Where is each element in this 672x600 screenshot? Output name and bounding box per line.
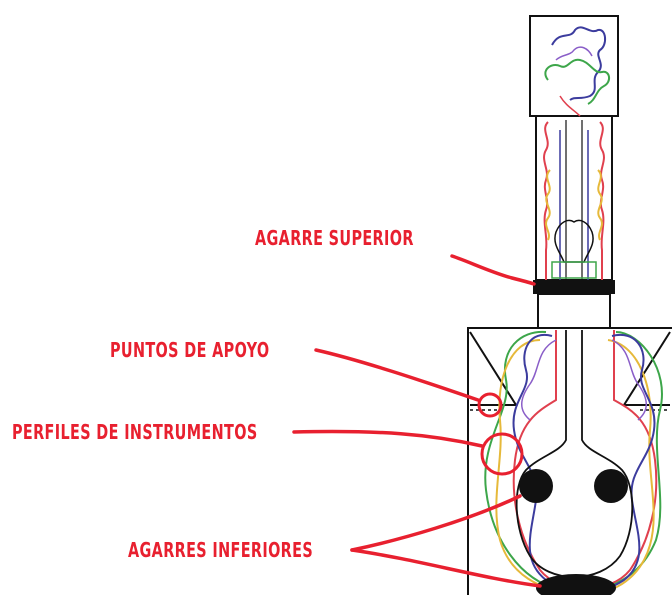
lower-grip-left bbox=[519, 469, 553, 503]
label-puntos-apoyo: PUNTOS DE APOYO bbox=[110, 338, 270, 362]
arrow-puntos-apoyo bbox=[314, 348, 480, 402]
neck-profile-red-right bbox=[599, 121, 605, 280]
label-agarres-inferiores: AGARRES INFERIORES bbox=[128, 538, 314, 562]
neck-heel-outline bbox=[554, 219, 594, 263]
headstock-profile-green bbox=[544, 58, 610, 105]
body-profile-purple-right bbox=[611, 339, 647, 421]
body-profile-green bbox=[484, 330, 663, 593]
arrow-agarres-inferiores-down bbox=[350, 548, 542, 588]
body-frame bbox=[467, 327, 672, 600]
arrow-agarre-superior bbox=[450, 254, 536, 286]
neck-profile-yellow-left bbox=[545, 169, 551, 241]
label-perfiles-instrumentos: PERFILES DE INSTRUMENTOS bbox=[12, 420, 258, 444]
body-profile-red bbox=[512, 330, 658, 590]
body-profile-yellow bbox=[495, 339, 655, 596]
support-point-circle bbox=[477, 392, 503, 418]
headstock-profile-red bbox=[559, 95, 581, 117]
label-agarre-superior: AGARRE SUPERIOR bbox=[255, 226, 414, 250]
body-profile-purple-left bbox=[521, 339, 557, 421]
headstock-profile-blue bbox=[551, 26, 606, 101]
neck-profile-green bbox=[551, 261, 597, 279]
neck-lower-frame bbox=[537, 293, 611, 329]
neck-profile-yellow-right bbox=[597, 169, 603, 241]
lower-grip-right bbox=[594, 469, 628, 503]
arrow-perfiles bbox=[292, 429, 484, 448]
lower-grip-bottom bbox=[536, 574, 616, 600]
arrow-agarres-inferiores-up bbox=[350, 494, 522, 552]
profile-highlight-circle bbox=[480, 432, 524, 476]
upper-grip-bar bbox=[533, 280, 615, 294]
neck-profile-red-left bbox=[543, 121, 549, 280]
headstock-profile-purple bbox=[555, 46, 593, 61]
